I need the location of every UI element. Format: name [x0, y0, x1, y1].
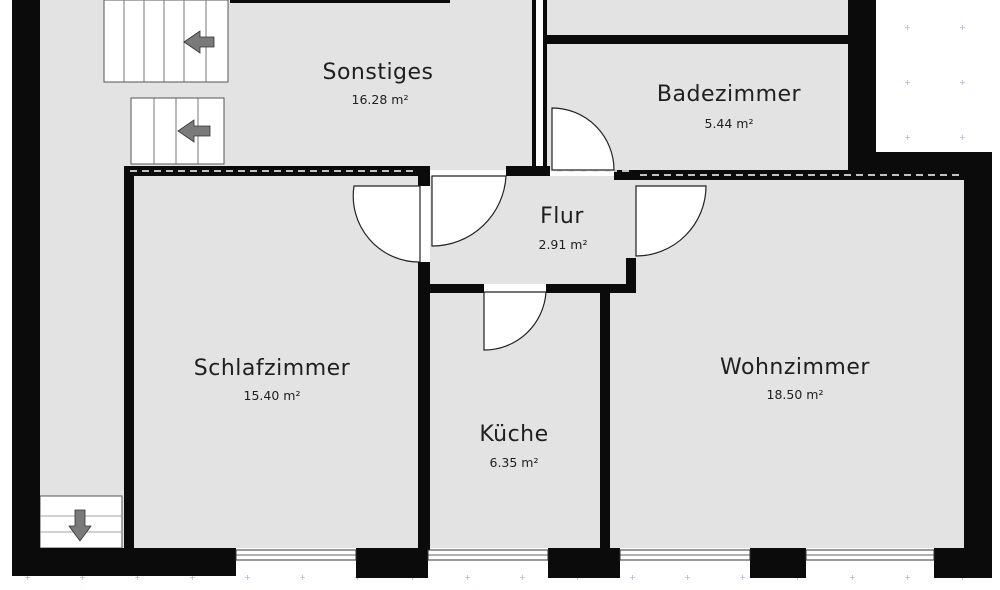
- room-area-schlafzimmer: 15.40 m²: [244, 388, 301, 403]
- room-name-badezimmer: Badezimmer: [657, 82, 802, 107]
- windows: [235, 549, 935, 561]
- stair-arrow-down-icon: [68, 509, 92, 542]
- wall-schlaf-right-top: [418, 166, 430, 186]
- wall-schlaf-left: [124, 166, 134, 552]
- door-schlafzimmer: [352, 185, 421, 263]
- door-wohnzimmer: [635, 185, 707, 257]
- stairs-top: [103, 0, 229, 83]
- room-name-flur: Flur: [540, 204, 584, 229]
- wall-bottom-left: [12, 548, 236, 576]
- room-name-schlafzimmer: Schlafzimmer: [194, 356, 351, 381]
- wall-kueche-top-a: [418, 284, 484, 293]
- wall-bottom-mid-c: [750, 548, 806, 578]
- wall-sonstiges-right: [532, 0, 536, 170]
- doors: [352, 107, 707, 351]
- wall-top-left: [230, 0, 450, 3]
- wall-bad-divider: [543, 35, 848, 44]
- floor-bad-top: [546, 0, 848, 36]
- stairs-middle: [130, 97, 225, 165]
- room-area-wohnzimmer: 18.50 m²: [767, 387, 824, 402]
- wall-flur-top-a: [506, 166, 550, 176]
- wall-schlaf-right: [418, 262, 430, 552]
- room-name-wohnzimmer: Wohnzimmer: [720, 355, 870, 380]
- door-sonstiges: [431, 175, 507, 247]
- stair-arrow-left-icon: [183, 30, 215, 54]
- room-labels: Sonstiges 16.28 m² Badezimmer 5.44 m² Fl…: [194, 60, 870, 470]
- stairs-bottom: [39, 495, 123, 549]
- wall-bottom-mid-a: [356, 548, 428, 578]
- stair-arrow-left-icon: [177, 119, 211, 143]
- room-name-kueche: Küche: [479, 422, 548, 447]
- openings: [130, 8, 962, 176]
- wall-bottom-right: [934, 548, 992, 578]
- wall-kueche-top-b: [546, 284, 636, 293]
- door-bad: [551, 107, 615, 171]
- room-area-kueche: 6.35 m²: [490, 455, 539, 470]
- room-name-sonstiges: Sonstiges: [322, 60, 433, 85]
- wall-bottom-mid-b: [548, 548, 620, 578]
- wall-right-outer: [964, 152, 992, 578]
- wall-left-outer: [12, 0, 40, 576]
- room-area-sonstiges: 16.28 m²: [352, 92, 409, 107]
- wall-right-upper: [848, 0, 876, 176]
- wall-kueche-right: [600, 292, 610, 550]
- wall-flur-right: [626, 258, 636, 293]
- door-kueche: [483, 291, 547, 351]
- wall-bad-left: [543, 0, 547, 170]
- room-area-flur: 2.91 m²: [539, 237, 588, 252]
- room-area-badezimmer: 5.44 m²: [705, 116, 754, 131]
